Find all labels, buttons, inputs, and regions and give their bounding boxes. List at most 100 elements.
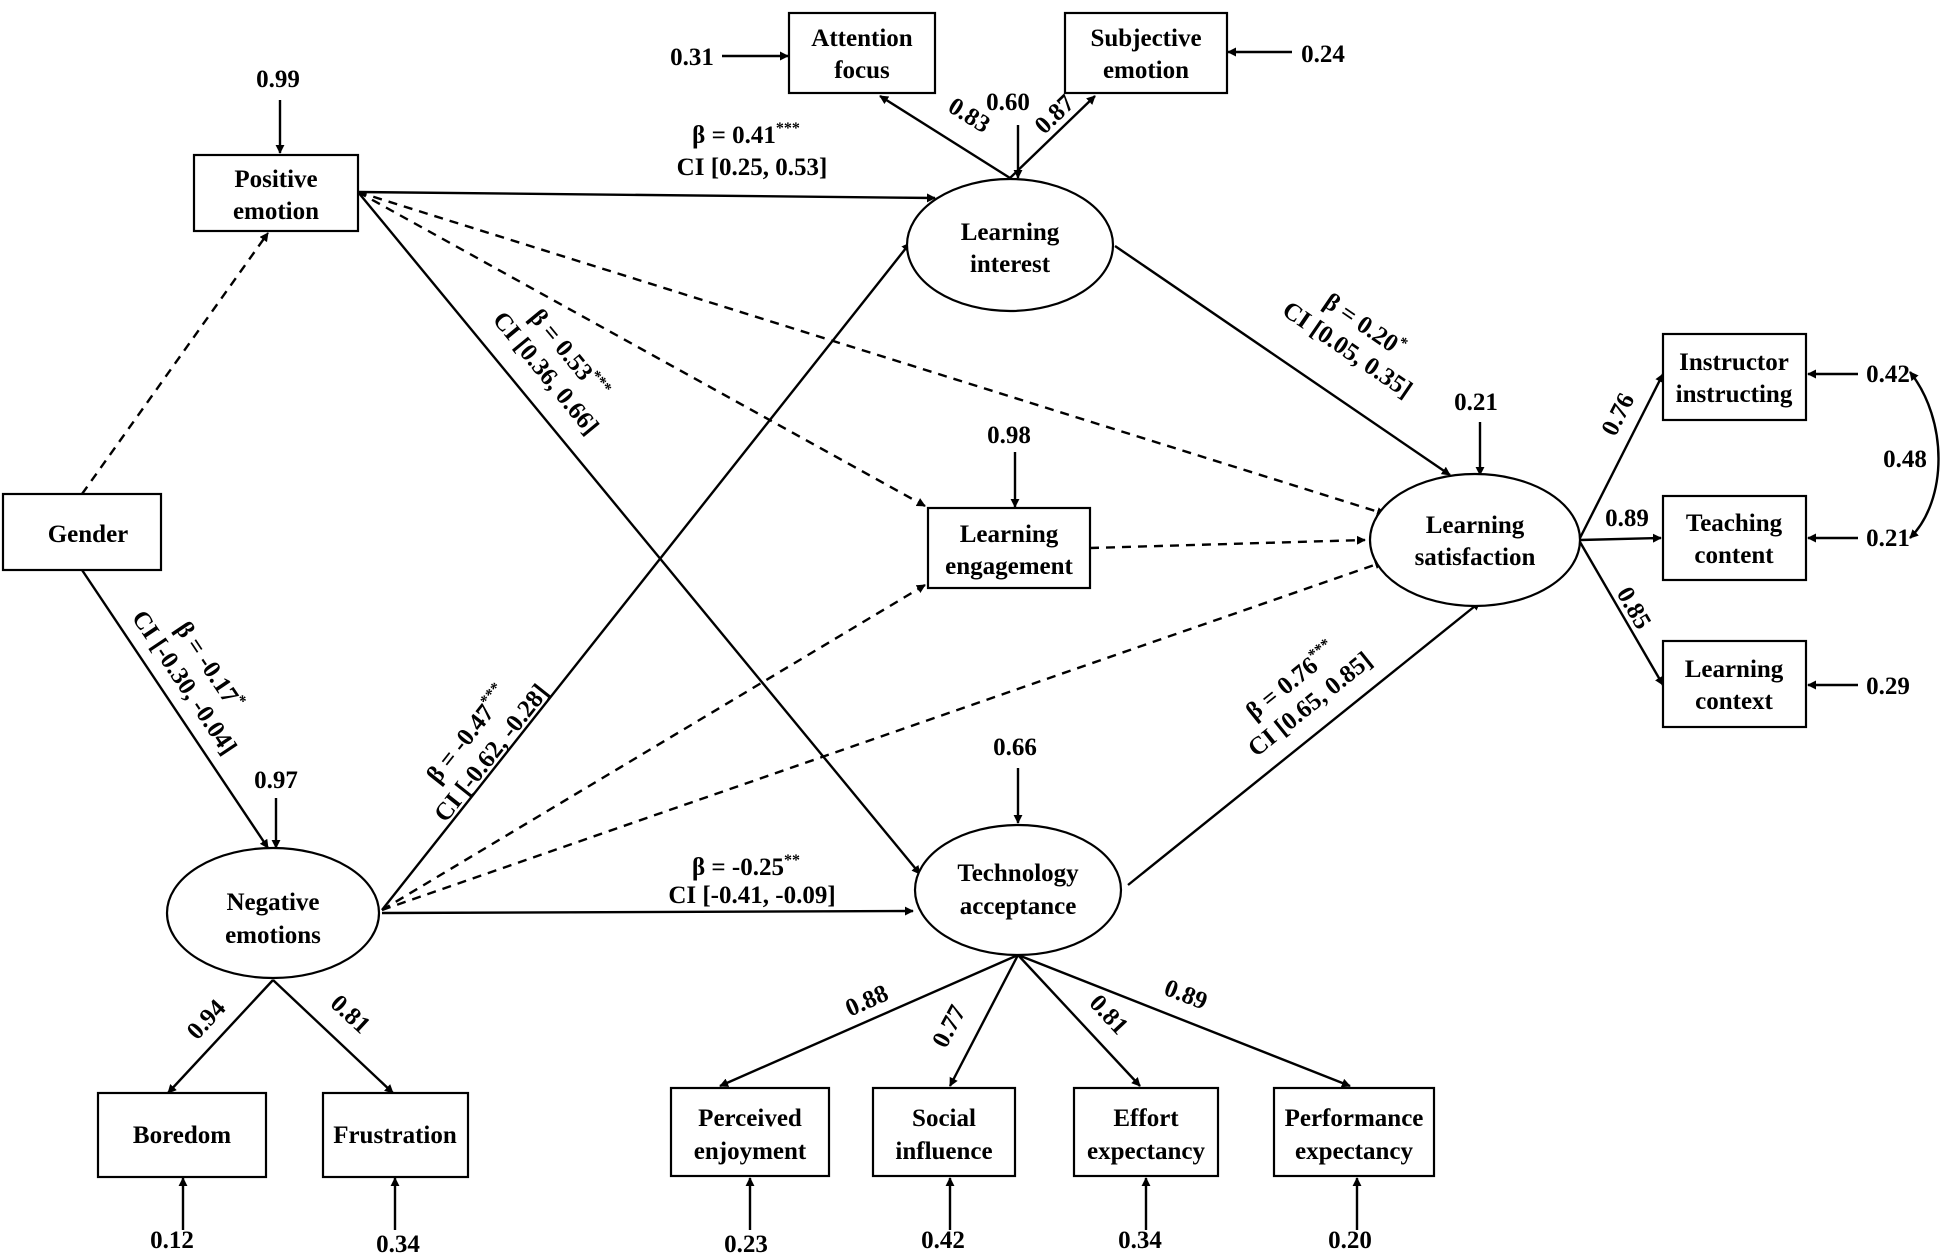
path-positive-emotion-to-learning-satisfaction bbox=[357, 190, 1386, 516]
residual-arrows bbox=[178, 47, 1858, 1230]
loading-line-instructor-instructing bbox=[1578, 373, 1665, 539]
node-learning-interest: Learning interest bbox=[905, 177, 1115, 313]
path-learning-interest-to-learning-satisfaction bbox=[1114, 245, 1451, 476]
node-subjective-emotion: Subjective emotion bbox=[1063, 11, 1229, 95]
residual-boredom: 0.12 bbox=[150, 1227, 194, 1254]
loading-frustration: 0.81 bbox=[325, 990, 375, 1040]
node-instructor-instructing-label-2: instructing bbox=[1676, 381, 1793, 408]
node-learning-context-label-2: context bbox=[1695, 688, 1773, 715]
node-perceived-enjoyment-label-1: Perceived bbox=[698, 1105, 802, 1132]
node-performance-expectancy: Performance expectancy bbox=[1272, 1086, 1436, 1178]
covariance-arc bbox=[1909, 371, 1940, 539]
node-performance-expectancy-label-1: Performance bbox=[1285, 1105, 1424, 1132]
path-gender-to-negative-emotions bbox=[81, 569, 269, 849]
loading-line-attention-focus bbox=[879, 94, 1011, 180]
loading-line-performance-expectancy bbox=[1017, 953, 1351, 1088]
coef-negative-emotions-learning-interest: β = -0.47*** CI [-0.62, -0.28] bbox=[422, 679, 555, 827]
coef-positive-emotion-technology-acceptance: β = 0.53*** CI [0.36, 0.66] bbox=[487, 304, 615, 440]
residual-positive-emotion: 0.99 bbox=[256, 66, 300, 93]
node-negative-emotions-label-1: Negative bbox=[226, 889, 319, 916]
loading-line-subjective-emotion bbox=[1009, 95, 1096, 179]
residual-performance-expectancy: 0.20 bbox=[1328, 1227, 1372, 1254]
node-subjective-emotion-label-2: emotion bbox=[1103, 57, 1189, 84]
coef-sig: *** bbox=[776, 120, 800, 137]
path-negative-emotions-to-learning-interest bbox=[381, 242, 911, 911]
node-negative-emotions-label-2: emotions bbox=[225, 922, 321, 949]
path-negative-emotions-to-technology-acceptance bbox=[381, 906, 914, 916]
node-learning-engagement: Learning engagement bbox=[926, 506, 1092, 590]
residual-negative-emotions: 0.97 bbox=[254, 767, 298, 794]
node-instructor-instructing-label-1: Instructor bbox=[1679, 349, 1789, 376]
residual-learning-interest: 0.60 bbox=[986, 89, 1030, 116]
node-social-influence-label-2: influence bbox=[895, 1138, 992, 1165]
residual-learning-engagement: 0.98 bbox=[987, 422, 1031, 449]
loading-subjective-emotion: 0.87 bbox=[1030, 90, 1080, 140]
covariance-label: 0.48 bbox=[1883, 446, 1927, 473]
node-instructor-instructing: Instructor instructing bbox=[1661, 332, 1808, 422]
measurement-paths bbox=[167, 94, 1665, 1094]
path-learning-engagement-to-learning-satisfaction bbox=[1089, 535, 1366, 550]
loading-boredom: 0.94 bbox=[182, 994, 232, 1045]
residual-instructor-instructing: 0.42 bbox=[1866, 361, 1910, 388]
path-negative-emotions-to-learning-satisfaction bbox=[381, 560, 1384, 912]
coef-positive-emotion-learning-interest: β = 0.41*** CI [0.25, 0.53] bbox=[677, 120, 828, 181]
node-teaching-content: Teaching content bbox=[1661, 494, 1808, 582]
loading-line-effort-expectancy bbox=[1017, 954, 1141, 1087]
node-effort-expectancy-label-1: Effort bbox=[1113, 1105, 1179, 1132]
residual-learning-context: 0.29 bbox=[1866, 673, 1910, 700]
node-learning-context-label-1: Learning bbox=[1685, 656, 1784, 683]
path-positive-emotion-to-learning-interest bbox=[357, 190, 936, 203]
coef-beta: β = 0.41 bbox=[692, 122, 776, 149]
coef-ci: CI [0.25, 0.53] bbox=[677, 154, 828, 181]
path-positive-emotion-to-learning-engagement bbox=[357, 190, 926, 508]
residual-technology-acceptance: 0.66 bbox=[993, 734, 1037, 761]
loading-line-learning-context bbox=[1578, 541, 1665, 686]
loading-social-influence: 0.77 bbox=[927, 1001, 971, 1052]
node-positive-emotion-label-2: emotion bbox=[233, 198, 319, 225]
node-technology-acceptance-label-2: acceptance bbox=[960, 893, 1077, 920]
node-learning-engagement-label-2: engagement bbox=[945, 553, 1073, 580]
node-attention-focus-label-1: Attention bbox=[811, 25, 912, 52]
node-technology-acceptance: Technology acceptance bbox=[913, 823, 1123, 957]
node-gender: Gender bbox=[1, 492, 163, 572]
residual-subjective-emotion: 0.24 bbox=[1301, 41, 1345, 68]
node-teaching-content-label-1: Teaching bbox=[1686, 510, 1783, 537]
node-attention-focus-label-2: focus bbox=[834, 57, 890, 84]
svg-text:β = 0.41***: β = 0.41*** bbox=[692, 120, 800, 149]
residual-attention-focus: 0.31 bbox=[670, 44, 714, 71]
node-learning-satisfaction-label-2: satisfaction bbox=[1415, 544, 1536, 571]
node-effort-expectancy: Effort expectancy bbox=[1072, 1086, 1220, 1178]
node-perceived-enjoyment-label-2: enjoyment bbox=[694, 1138, 807, 1165]
node-technology-acceptance-label-1: Technology bbox=[957, 860, 1079, 887]
node-subjective-emotion-label-1: Subjective bbox=[1090, 25, 1201, 52]
loading-perceived-enjoyment: 0.88 bbox=[841, 980, 892, 1022]
svg-text:β = -0.25**: β = -0.25** bbox=[692, 852, 800, 881]
node-frustration: Frustration bbox=[321, 1091, 470, 1179]
node-social-influence-label-1: Social bbox=[912, 1105, 976, 1132]
loading-line-perceived-enjoyment bbox=[719, 953, 1019, 1088]
structural-paths bbox=[81, 190, 1481, 916]
node-performance-expectancy-label-2: expectancy bbox=[1295, 1138, 1414, 1165]
node-negative-emotions: Negative emotions bbox=[165, 846, 381, 980]
coef-beta: β = -0.25 bbox=[692, 854, 784, 881]
residual-teaching-content: 0.21 bbox=[1866, 525, 1910, 552]
residual-effort-expectancy: 0.34 bbox=[1118, 1227, 1162, 1254]
node-learning-satisfaction: Learning satisfaction bbox=[1368, 472, 1582, 608]
coef-ci: CI [-0.41, -0.09] bbox=[668, 882, 835, 909]
residual-perceived-enjoyment: 0.23 bbox=[724, 1231, 768, 1256]
node-positive-emotion: Positive emotion bbox=[192, 153, 360, 233]
loading-line-teaching-content bbox=[1579, 533, 1662, 543]
node-boredom: Boredom bbox=[96, 1091, 268, 1179]
node-frustration-label: Frustration bbox=[333, 1122, 457, 1149]
loading-line-boredom bbox=[167, 979, 274, 1094]
residual-learning-satisfaction: 0.21 bbox=[1454, 389, 1498, 416]
coef-technology-acceptance-learning-satisfaction: β = 0.76*** CI [0.65, 0.85] bbox=[1241, 635, 1377, 762]
coef-gender-negative-emotions: β = -0.17* CI [-0.30, -0.04] bbox=[126, 606, 249, 760]
coef-negative-emotions-technology-acceptance: β = -0.25** CI [-0.41, -0.09] bbox=[668, 852, 835, 909]
node-attention-focus: Attention focus bbox=[787, 11, 937, 95]
path-positive-emotion-to-technology-acceptance bbox=[357, 191, 921, 875]
coef-sig: ** bbox=[784, 852, 800, 869]
node-learning-satisfaction-label-1: Learning bbox=[1426, 512, 1525, 539]
path-gender-to-positive-emotion bbox=[81, 232, 269, 495]
